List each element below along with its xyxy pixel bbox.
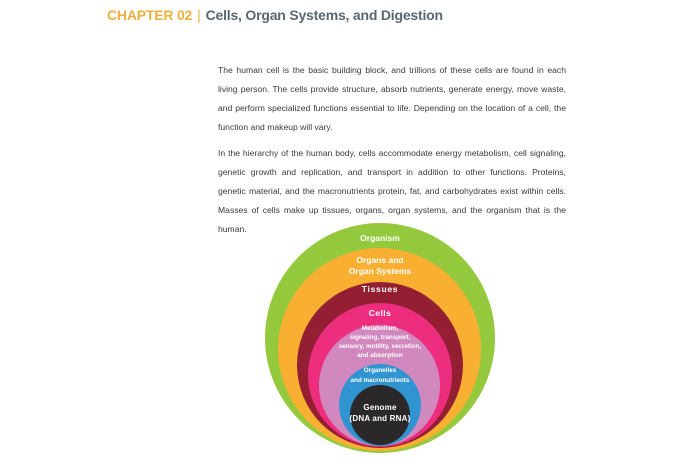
intro-paragraph-1: The human cell is the basic building blo… — [218, 65, 566, 132]
chapter-header: CHAPTER 02|Cells, Organ Systems, and Dig… — [107, 7, 443, 23]
label-metabolism: Metabolism, signaling, transport, sensor… — [338, 325, 422, 359]
intro-text: The human cell is the basic building blo… — [218, 61, 566, 239]
label-genome: Genome (DNA and RNA) — [349, 403, 411, 423]
label-organism: Organism — [360, 233, 400, 243]
label-tissues: Tissues — [361, 284, 399, 294]
chapter-divider: | — [197, 7, 201, 23]
intro-paragraph-2: In the hierarchy of the human body, cell… — [218, 148, 566, 234]
label-organ-systems: Organs and Organ Systems — [348, 255, 412, 276]
label-cells: Cells — [368, 308, 392, 318]
label-organelles: Organelles and macronutrients — [350, 367, 410, 384]
chapter-number-label: CHAPTER 02 — [107, 7, 193, 23]
chapter-title: Cells, Organ Systems, and Digestion — [205, 7, 443, 23]
circle-genome — [350, 385, 410, 445]
cell-hierarchy-diagram: Organism Organs and Organ Systems Tissue… — [265, 223, 495, 455]
